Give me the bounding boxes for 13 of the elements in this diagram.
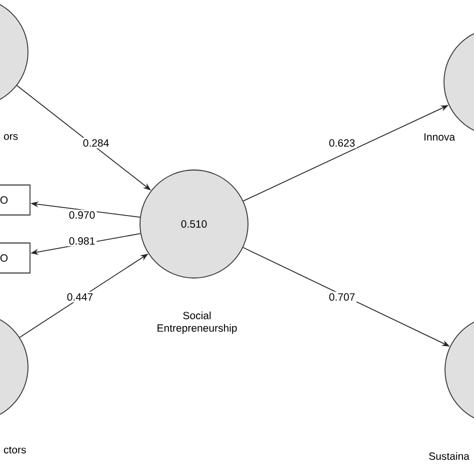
node-label: Innova xyxy=(424,133,456,141)
edge-label: 0.981 xyxy=(67,236,97,246)
node-label: ctors xyxy=(4,446,26,454)
edge-label: 0.707 xyxy=(327,292,357,302)
edge-label: 0.284 xyxy=(81,138,111,148)
node-label: Sustaina xyxy=(429,452,470,460)
edge-label: 0.970 xyxy=(67,210,97,220)
indicator-box: O xyxy=(0,242,30,274)
edge-label: 0.447 xyxy=(65,292,95,302)
indicator-box: O xyxy=(0,184,30,216)
edge-label: 0.623 xyxy=(327,138,357,148)
node-label: ors xyxy=(4,134,18,140)
node-label: Social Entrepreneurship xyxy=(158,312,237,334)
